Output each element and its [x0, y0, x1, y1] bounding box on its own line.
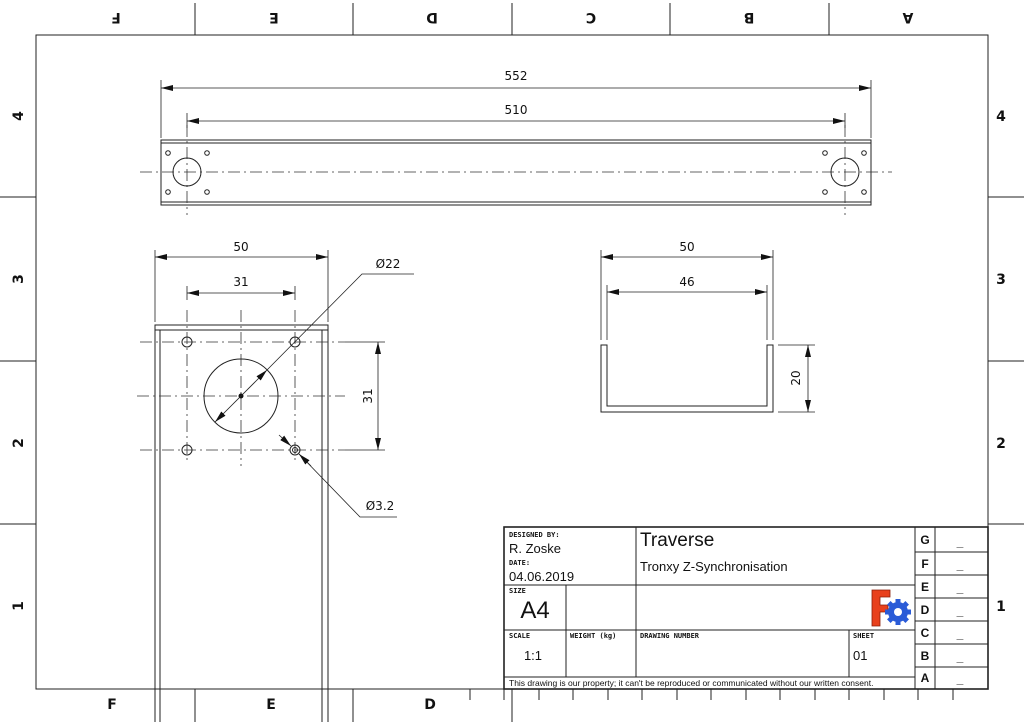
date-value: 04.06.2019: [509, 569, 574, 584]
zone-label: E: [266, 697, 276, 713]
zone-label: 3: [996, 272, 1006, 288]
revision-value: _: [956, 672, 964, 686]
top-view: 552 510: [140, 69, 892, 215]
revision-table: G _ F _ E _ D _ C _ B _ A _: [920, 533, 963, 686]
zone-label: C: [586, 9, 596, 25]
revision-value: _: [956, 604, 964, 618]
revision-letter: A: [921, 671, 930, 685]
zone-label: 3: [11, 274, 27, 284]
mount-hole: [830, 157, 860, 187]
dimension-side-50: 50: [679, 240, 694, 254]
revision-letter: E: [921, 580, 929, 594]
zone-numbers-left: 4 3 2 1: [11, 111, 27, 611]
front-view: 50 31 31 Ø22 Ø3.2: [137, 240, 414, 722]
size-value: A4: [520, 597, 549, 624]
revision-value: _: [956, 535, 964, 549]
designed-by-value: R. Zoske: [509, 541, 561, 556]
zone-label: B: [744, 9, 755, 25]
zone-label: 1: [11, 601, 27, 611]
zone-letters-bottom: F E D: [107, 697, 436, 713]
drawing-title: Traverse: [640, 530, 714, 551]
disclaimer: This drawing is our property; it can't b…: [509, 678, 873, 688]
zone-label: 4: [11, 111, 27, 121]
zone-label: E: [269, 9, 279, 25]
zone-letters-top: F E D C B A: [111, 9, 913, 25]
zone-label: D: [426, 9, 438, 25]
dimension-side-20: 20: [789, 370, 803, 385]
sheet-value: 01: [853, 648, 867, 663]
dimension-552: 552: [505, 69, 528, 83]
revision-value: _: [956, 627, 964, 641]
zone-label: 1: [996, 599, 1006, 615]
zone-label: D: [424, 697, 436, 713]
dimension-diameter-22: Ø22: [376, 257, 401, 271]
dimension-diameter-3-2: Ø3.2: [366, 499, 395, 513]
freecad-logo: [871, 589, 911, 627]
drawing-subtitle: Tronxy Z-Synchronisation: [640, 559, 788, 574]
title-block: DESIGNED BY: R. Zoske DATE: 04.06.2019 T…: [469, 526, 989, 700]
revision-letter: F: [921, 557, 928, 571]
dimension-510: 510: [505, 103, 528, 117]
designed-by-label: DESIGNED BY:: [509, 531, 560, 539]
revision-letter: C: [921, 626, 930, 640]
revision-letter: B: [921, 649, 930, 663]
zone-label: 2: [11, 438, 27, 448]
size-label: SIZE: [509, 587, 526, 595]
zone-label: A: [902, 9, 913, 25]
zone-numbers-right: 4 3 2 1: [996, 109, 1006, 615]
revision-letter: D: [921, 603, 930, 617]
zone-label: F: [111, 9, 121, 25]
side-view: 50 46 20: [600, 240, 815, 413]
zone-label: F: [107, 697, 117, 713]
scale-label: SCALE: [509, 632, 530, 640]
dimension-front-31-v: 31: [361, 388, 375, 403]
zone-label: 4: [996, 109, 1006, 125]
revision-letter: G: [920, 533, 929, 547]
mount-hole: [172, 157, 202, 187]
revision-value: _: [956, 558, 964, 572]
revision-value: _: [956, 581, 964, 595]
scale-value: 1:1: [524, 648, 542, 663]
dimension-side-46: 46: [679, 275, 694, 289]
zone-ticks: [0, 3, 1024, 722]
dimension-front-31-h: 31: [233, 275, 248, 289]
revision-value: _: [956, 650, 964, 664]
sheet-label: SHEET: [853, 632, 874, 640]
zone-label: 2: [996, 436, 1006, 452]
date-label: DATE:: [509, 559, 530, 567]
drawing-number-label: DRAWING NUMBER: [640, 632, 700, 640]
weight-label: WEIGHT (kg): [570, 632, 616, 640]
dimension-front-50: 50: [233, 240, 248, 254]
